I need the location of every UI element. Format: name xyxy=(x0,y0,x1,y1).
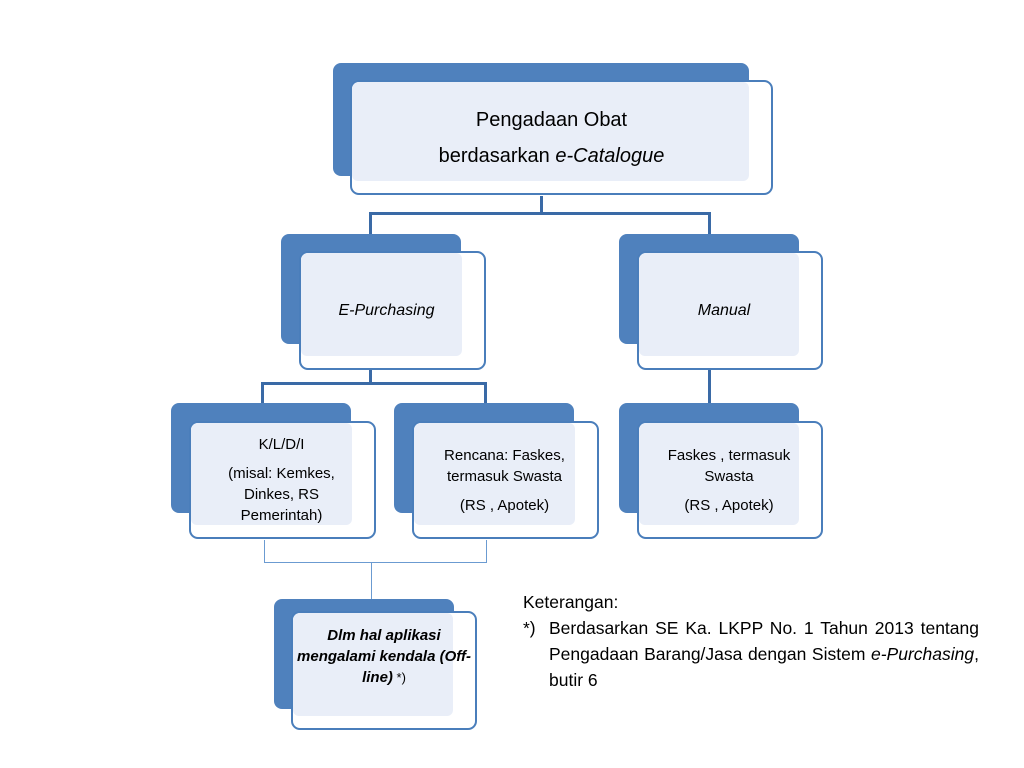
legend: Keterangan: *) Berdasarkan SE Ka. LKPP N… xyxy=(523,589,979,693)
offline-note-marker: *) xyxy=(392,670,406,685)
connector-epurchasing-down xyxy=(369,368,372,384)
legend-description: Berdasarkan SE Ka. LKPP No. 1 Tahun 2013… xyxy=(549,618,979,690)
connector-to-epurchasing xyxy=(369,212,372,252)
epurchasing-node: E-Purchasing xyxy=(281,234,486,370)
manual-leaf-node-card: Faskes , termasuk Swasta (RS , Apotek) xyxy=(637,421,823,539)
manual-leaf-node: Faskes , termasuk Swasta (RS , Apotek) xyxy=(619,403,823,539)
bracket-right xyxy=(486,540,487,563)
kldi-node-card: K/L/D/I (misal: Kemkes, Dinkes, RS Pemer… xyxy=(189,421,376,539)
manual-leaf-line1: Faskes , termasuk Swasta xyxy=(667,446,791,485)
kldi-node: K/L/D/I (misal: Kemkes, Dinkes, RS Pemer… xyxy=(171,403,376,539)
connector-to-rencana xyxy=(484,382,487,422)
connector-epurchasing-horizontal xyxy=(261,382,487,385)
kldi-title: K/L/D/I xyxy=(258,436,305,453)
connector-to-manual xyxy=(708,212,711,252)
connector-root-down xyxy=(540,196,543,214)
connector-manual-to-leaf xyxy=(708,368,711,422)
bracket-bottom xyxy=(264,562,487,563)
connector-to-kldi xyxy=(261,382,264,422)
epurchasing-node-card: E-Purchasing xyxy=(299,251,486,370)
manual-leaf-line2: (RS , Apotek) xyxy=(684,496,774,514)
connector-root-horizontal xyxy=(369,212,710,215)
kldi-detail: (misal: Kemkes, Dinkes, RS Pemerintah) xyxy=(228,465,335,524)
offline-note-node-card: Dlm hal aplikasi mengalami kendala (Off-… xyxy=(291,611,477,730)
bracket-left xyxy=(264,540,265,563)
rencana-line1: Rencana: Faskes, termasuk Swasta xyxy=(444,446,565,485)
rencana-node: Rencana: Faskes, termasuk Swasta (RS , A… xyxy=(394,403,599,539)
manual-label: Manual xyxy=(697,301,751,319)
epurchasing-label: E-Purchasing xyxy=(338,301,435,319)
root-title-line2: berdasarkan e-Catalogue xyxy=(438,144,665,167)
offline-note-node: Dlm hal aplikasi mengalami kendala (Off-… xyxy=(274,599,477,730)
manual-node: Manual xyxy=(619,234,823,370)
offline-note-text: Dlm hal aplikasi mengalami kendala (Off-… xyxy=(297,627,471,686)
legend-title: Keterangan: xyxy=(523,592,619,612)
root-node: Pengadaan Obat berdasarkan e-Catalogue xyxy=(333,63,773,198)
rencana-line2: (RS , Apotek) xyxy=(459,496,550,514)
legend-marker: *) xyxy=(523,618,536,638)
rencana-node-card: Rencana: Faskes, termasuk Swasta (RS , A… xyxy=(412,421,599,539)
bracket-down xyxy=(371,562,372,600)
root-title-line1: Pengadaan Obat xyxy=(475,108,628,131)
root-node-card: Pengadaan Obat berdasarkan e-Catalogue xyxy=(350,80,773,195)
manual-node-card: Manual xyxy=(637,251,823,370)
